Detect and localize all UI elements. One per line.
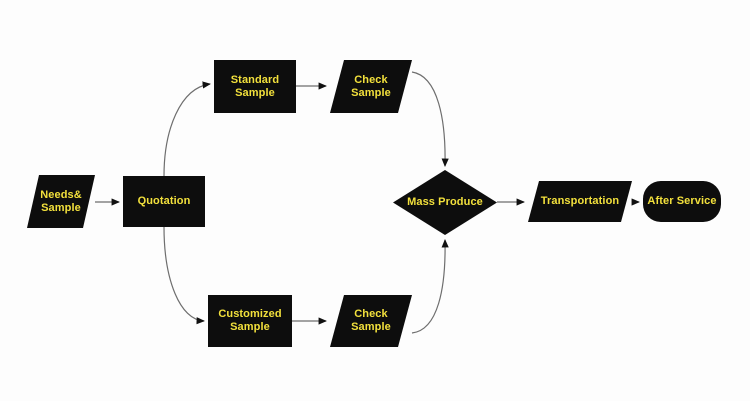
node-shape-after-service[interactable]	[643, 181, 721, 222]
node-shape-standard-sample[interactable]	[214, 60, 296, 113]
node-shape-check-sample-bottom[interactable]	[330, 295, 412, 347]
node-shape-needs-sample[interactable]	[27, 175, 95, 228]
connector-quotation-to-customized	[163, 226, 205, 325]
connector-check-top-to-mass-produce	[411, 71, 449, 167]
connector-quotation-to-standard	[163, 81, 211, 177]
node-shape-quotation[interactable]	[123, 176, 205, 227]
node-shape-check-sample-top[interactable]	[330, 60, 412, 113]
node-shape-mass-produce[interactable]	[393, 170, 497, 235]
node-shape-customized-sample[interactable]	[208, 295, 292, 347]
node-shape-transportation[interactable]	[528, 181, 632, 222]
connector-check-bottom-to-mass-produce	[411, 239, 449, 334]
